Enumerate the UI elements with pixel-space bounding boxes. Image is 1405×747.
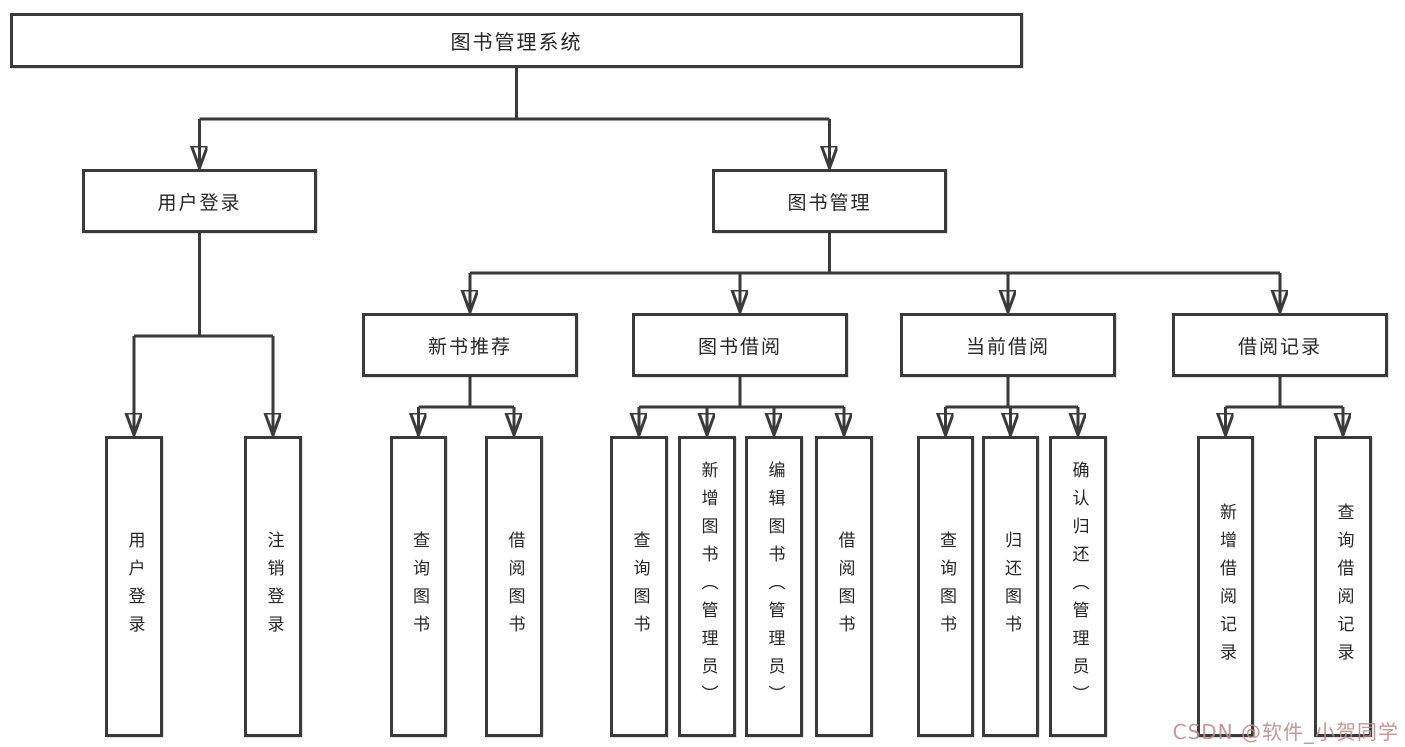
csdn-watermark: CSDN @软件_小贺同学	[1172, 720, 1399, 744]
branch-root	[200, 68, 830, 168]
node-label: 注销登录	[263, 530, 284, 643]
leaf-add-borrow-record: 新增借阅记录	[1197, 436, 1254, 737]
node-label: 借阅图书	[834, 530, 855, 643]
node-user-login: 用户登录	[82, 169, 317, 233]
node-book-borrow: 图书借阅	[632, 313, 848, 377]
node-label: 图书管理	[787, 191, 872, 214]
leaf-logout: 注销登录	[244, 436, 302, 737]
leaf-query-books-newbooks: 查询图书	[390, 436, 447, 737]
node-label: 用户登录	[124, 530, 145, 643]
node-borrow-records: 借阅记录	[1172, 313, 1388, 377]
node-label: 归还图书	[1001, 530, 1021, 643]
node-label: 编辑图书（管理员）	[764, 460, 785, 713]
node-label: 确认归还（管理员）	[1068, 460, 1089, 713]
leaf-query-books-borrow: 查询图书	[610, 436, 668, 737]
node-label: 借阅记录	[1237, 335, 1322, 358]
branch-new-books	[419, 377, 515, 435]
leaf-query-borrow-record: 查询借阅记录	[1314, 436, 1372, 737]
node-label: 图书管理系统	[450, 30, 583, 54]
leaf-edit-books-admin: 编辑图书（管理员）	[745, 436, 803, 737]
node-label: 新增借阅记录	[1216, 502, 1236, 671]
node-label: 用户登录	[157, 191, 242, 214]
node-label: 图书借阅	[697, 335, 782, 358]
node-label: 查询图书	[409, 530, 429, 643]
node-new-books: 新书推荐	[362, 313, 578, 377]
branch-book-borrow	[639, 377, 844, 435]
node-root-system: 图书管理系统	[10, 13, 1023, 68]
node-label: 查询图书	[629, 530, 650, 643]
leaf-confirm-return-admin: 确认归还（管理员）	[1049, 436, 1107, 737]
leaf-borrow-books-newbooks: 借阅图书	[485, 436, 543, 737]
leaf-query-books-current: 查询图书	[917, 436, 974, 737]
node-book-management: 图书管理	[712, 169, 947, 233]
node-label: 新书推荐	[427, 335, 512, 358]
branch-current-borrow	[946, 377, 1079, 435]
node-label: 借阅图书	[504, 530, 525, 643]
node-label: 查询借阅记录	[1333, 502, 1354, 671]
node-label: 当前借阅	[965, 335, 1050, 358]
branch-book-management	[470, 232, 1280, 312]
leaf-add-books-admin: 新增图书（管理员）	[678, 436, 736, 737]
branch-user-login	[134, 233, 273, 435]
leaf-user-login: 用户登录	[105, 436, 163, 737]
node-label: 查询图书	[936, 530, 956, 643]
leaf-return-books: 归还图书	[982, 436, 1039, 737]
node-label: 新增图书（管理员）	[697, 460, 718, 713]
node-current-borrow: 当前借阅	[900, 313, 1116, 377]
leaf-borrow-books: 借阅图书	[815, 436, 873, 737]
branch-borrow-records	[1226, 377, 1344, 435]
